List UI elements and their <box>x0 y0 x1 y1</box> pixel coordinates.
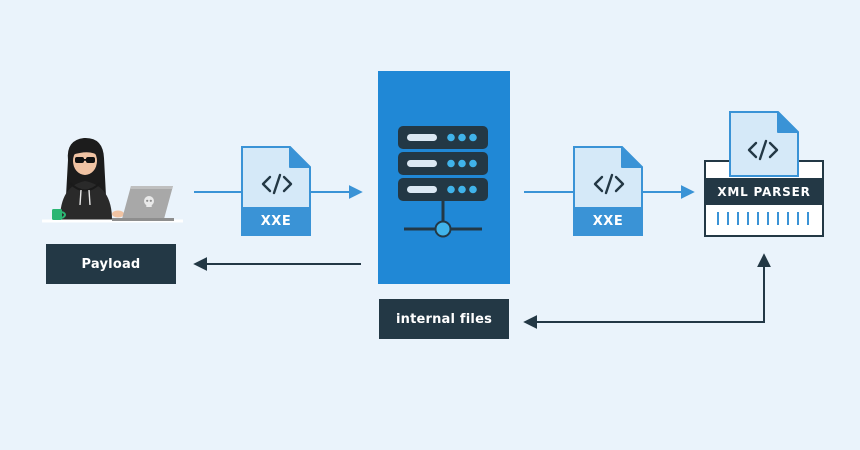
xxe-label-right: XXE <box>592 213 624 229</box>
server-panel <box>378 71 510 284</box>
xml-document-icon <box>573 146 643 236</box>
code-brackets-icon <box>747 139 779 161</box>
code-brackets-icon <box>593 173 625 195</box>
xml-document-icon <box>241 146 311 236</box>
arrow-parser-to-internal-files <box>523 253 771 329</box>
xml-parser-device-icon <box>704 111 824 237</box>
payload-label: Payload <box>46 244 176 284</box>
xml-parser-label: XML PARSER <box>717 184 811 199</box>
mug-icon <box>52 209 66 220</box>
internal-files-label: internal files <box>379 299 509 339</box>
skull-icon <box>144 196 154 207</box>
xxe-label-left: XXE <box>260 213 292 229</box>
server-rack-icon <box>398 126 488 201</box>
code-brackets-icon <box>261 173 293 195</box>
network-node-icon <box>404 201 482 238</box>
attacker-icon <box>60 137 124 220</box>
